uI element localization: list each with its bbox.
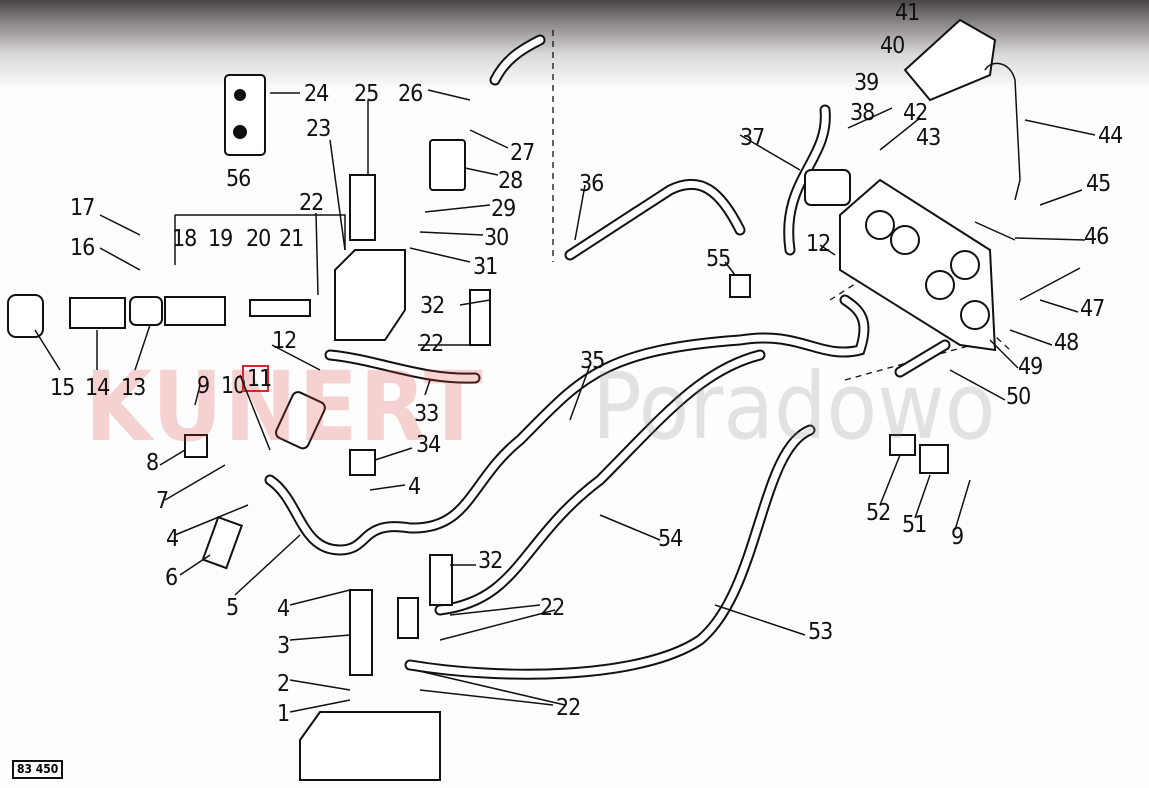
label: 29 xyxy=(491,196,515,222)
label: 17 xyxy=(70,195,94,221)
nut-34 xyxy=(349,449,376,476)
label: 32 xyxy=(478,548,502,574)
fitting-11 xyxy=(275,391,326,450)
label: 15 xyxy=(50,375,74,401)
highlight-box xyxy=(242,365,269,392)
label: 23 xyxy=(306,116,330,142)
pin-21 xyxy=(249,299,311,317)
label: 34 xyxy=(416,432,440,458)
part-labels: 41 40 39 24 25 26 23 38 42 37 43 44 27 5… xyxy=(50,0,1123,727)
nut-51 xyxy=(919,444,949,474)
label: 24 xyxy=(304,81,328,107)
bolt-32 xyxy=(469,289,491,346)
bolt-25 xyxy=(349,174,376,241)
fitting-13 xyxy=(129,296,163,326)
leader-lines xyxy=(34,89,1096,713)
label: 52 xyxy=(866,500,890,526)
drawing-code: 83 450 xyxy=(12,760,64,779)
label: 28 xyxy=(498,168,522,194)
cap-15 xyxy=(7,294,44,338)
parts xyxy=(7,18,1081,781)
label: 39 xyxy=(854,70,878,96)
label: 53 xyxy=(808,619,832,645)
body-18 xyxy=(164,296,226,326)
label: 45 xyxy=(1086,171,1110,197)
label: 54 xyxy=(658,526,682,552)
label: 3 xyxy=(277,633,289,659)
label: 55 xyxy=(706,246,730,272)
label: 47 xyxy=(1080,296,1104,322)
label: 26 xyxy=(398,81,422,107)
label: 22 xyxy=(540,595,564,621)
label: 4 xyxy=(166,526,178,552)
label: 25 xyxy=(354,81,378,107)
base-block xyxy=(299,711,441,781)
label: 46 xyxy=(1084,224,1108,250)
label: 7 xyxy=(156,488,168,514)
stud-3 xyxy=(349,589,373,676)
label: 19 xyxy=(208,226,232,252)
label: 44 xyxy=(1098,123,1122,149)
label: 22 xyxy=(556,695,580,721)
label: 35 xyxy=(580,348,604,374)
label: 36 xyxy=(579,171,603,197)
bolt-32b xyxy=(429,554,453,606)
fitting-55 xyxy=(729,274,751,298)
bolt-22 xyxy=(397,597,419,639)
label: 33 xyxy=(414,401,438,427)
label: 5 xyxy=(226,595,238,621)
label: 1 xyxy=(277,701,289,727)
label: 4 xyxy=(277,596,289,622)
valve-block-23 xyxy=(334,249,406,341)
label: 8 xyxy=(146,450,158,476)
label: 49 xyxy=(1018,354,1042,380)
label: 22 xyxy=(299,190,323,216)
block-24 xyxy=(224,74,266,156)
fitting-52 xyxy=(889,434,916,456)
label: 21 xyxy=(279,226,303,252)
label-highlighted: 11 xyxy=(247,366,271,392)
nut-8 xyxy=(184,434,208,458)
label: 9 xyxy=(197,373,209,399)
watermark-place: Poradowo xyxy=(592,353,996,460)
label: 9 xyxy=(951,524,963,550)
watermark-brand: KUNERT xyxy=(85,351,485,463)
fitting-28 xyxy=(429,139,466,191)
label: 14 xyxy=(85,375,109,401)
label: 43 xyxy=(916,125,940,151)
label: 56 xyxy=(226,166,250,192)
label: 50 xyxy=(1006,384,1030,410)
label: 22 xyxy=(419,331,443,357)
fitting-38 xyxy=(804,169,851,206)
label: 16 xyxy=(70,235,94,261)
label: 13 xyxy=(121,375,145,401)
spring-14 xyxy=(69,297,126,329)
bolt-6 xyxy=(201,515,244,570)
label: 2 xyxy=(277,671,289,697)
label: 18 xyxy=(172,226,196,252)
label: 31 xyxy=(473,254,497,280)
label: 51 xyxy=(902,512,926,538)
label: 48 xyxy=(1054,330,1078,356)
label: 27 xyxy=(510,140,534,166)
label: 12 xyxy=(806,231,830,257)
label: 4 xyxy=(408,474,420,500)
label: 6 xyxy=(165,565,177,591)
label: 41 xyxy=(895,0,919,26)
label: 32 xyxy=(420,293,444,319)
label: 10 xyxy=(221,373,245,399)
label: 12 xyxy=(272,328,296,354)
label: 40 xyxy=(880,33,904,59)
label: 20 xyxy=(246,226,270,252)
fitting-40 xyxy=(903,18,997,102)
label: 30 xyxy=(484,225,508,251)
